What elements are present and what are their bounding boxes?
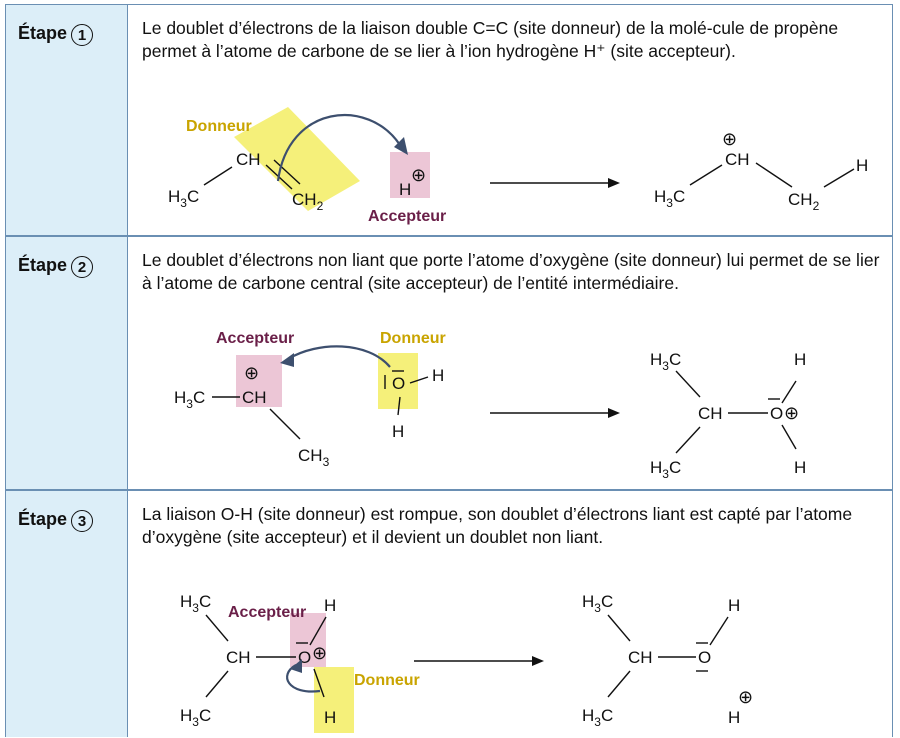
product-o: O — [698, 648, 711, 667]
acceptor-label: Accepteur — [228, 604, 306, 621]
atom-c-top: H3C — [180, 592, 211, 615]
step-3-text: La liaison O-H (site donneur) est rompue… — [142, 504, 853, 547]
product-o: O — [770, 404, 783, 423]
step-2-number: 2 — [71, 256, 94, 278]
donor-label: Donneur — [380, 330, 446, 347]
atom-c3: CH2 — [292, 190, 324, 213]
product-bond-top — [675, 370, 701, 398]
atom-c2: CH — [236, 150, 261, 169]
bond-single — [203, 166, 233, 186]
bond-bottom — [205, 670, 229, 698]
atom-h1: H — [324, 596, 336, 615]
product-bond-b — [755, 162, 793, 188]
acceptor-label: Accepteur — [368, 208, 446, 225]
step-1-text: Le doublet d’électrons de la liaison dou… — [142, 18, 839, 61]
product-h: H — [856, 156, 868, 175]
arrow-head — [280, 353, 294, 367]
reaction-arrow-head — [532, 656, 544, 666]
product-charge: ⊕ — [784, 403, 799, 423]
bond-b — [269, 408, 301, 440]
product-charge: ⊕ — [722, 129, 737, 149]
step-2-text: Le doublet d’électrons non liant que por… — [142, 250, 880, 293]
reaction-arrow-head — [608, 178, 620, 188]
atom-h1: H — [432, 366, 444, 385]
bond-oh-2 — [397, 396, 401, 416]
product-c3: CH2 — [788, 190, 820, 213]
hydron-h: H — [728, 708, 740, 727]
atom-c1: H3C — [168, 187, 199, 210]
step-3-number: 3 — [71, 510, 94, 532]
product-h2: H — [794, 458, 806, 477]
product-c-top: H3C — [582, 592, 613, 615]
product-c1: H3C — [654, 187, 685, 210]
product-h: H — [728, 596, 740, 615]
product-ch: CH — [698, 404, 723, 423]
reaction-arrow-head — [608, 408, 620, 418]
acceptor-highlight — [390, 152, 430, 198]
product-h1: H — [794, 350, 806, 369]
product-bond-a — [689, 164, 723, 186]
acceptor-label: Accepteur — [216, 330, 294, 347]
atom-c-bottom: H3C — [180, 706, 211, 729]
charge-plus: ⊕ — [244, 363, 259, 383]
donor-highlight — [314, 667, 354, 733]
donor-highlight — [234, 107, 360, 211]
atom-h2: H — [392, 422, 404, 441]
bond-top — [205, 614, 229, 642]
step-1-diagram: Donneur Accepteur H3C CH CH2 ⊕ H H3C ⊕ — [168, 107, 868, 225]
donor-label: Donneur — [186, 118, 252, 135]
step-1-number: 1 — [71, 24, 94, 46]
atom-h2: H — [324, 708, 336, 727]
arrow-head — [290, 659, 302, 673]
product-c-top: H3C — [650, 350, 681, 373]
step-3-diagram: Accepteur Donneur H3C CH H3C O ⊕ H H H3C — [180, 592, 753, 733]
atom-c2: CH — [242, 388, 267, 407]
bond-oh-1 — [409, 376, 429, 384]
charge-plus: ⊕ — [411, 165, 426, 185]
product-bond-c — [823, 168, 855, 188]
electron-arrow — [287, 345, 391, 368]
bond-oh2 — [313, 668, 325, 698]
acceptor-highlight — [236, 355, 282, 407]
atom-ch: CH — [226, 648, 251, 667]
atom-c1: H3C — [174, 388, 205, 411]
product-c2: CH — [725, 150, 750, 169]
product-c-bottom: H3C — [650, 458, 681, 481]
product-bond-top — [607, 614, 631, 642]
atom-c3: CH3 — [298, 446, 330, 469]
bond-oh1 — [309, 616, 327, 646]
product-bond-oh1 — [781, 380, 797, 404]
step-2-diagram: Accepteur Donneur ⊕ H3C CH CH3 O H H — [174, 330, 806, 481]
electron-arrow — [276, 113, 401, 182]
product-bond-bottom — [607, 670, 631, 698]
charge-plus: ⊕ — [312, 643, 327, 663]
arrow-head — [394, 137, 408, 155]
product-bond-oh — [709, 616, 729, 646]
hydron-charge: ⊕ — [738, 687, 753, 707]
product-bond-bottom — [675, 426, 701, 454]
acceptor-highlight — [290, 613, 326, 667]
product-ch: CH — [628, 648, 653, 667]
product-bond-oh2 — [781, 424, 797, 450]
product-c-bottom: H3C — [582, 706, 613, 729]
donor-label: Donneur — [354, 672, 420, 689]
atom-o: O — [392, 374, 405, 393]
bond-double-b — [273, 159, 301, 185]
atom-h-plus: H — [399, 180, 411, 199]
